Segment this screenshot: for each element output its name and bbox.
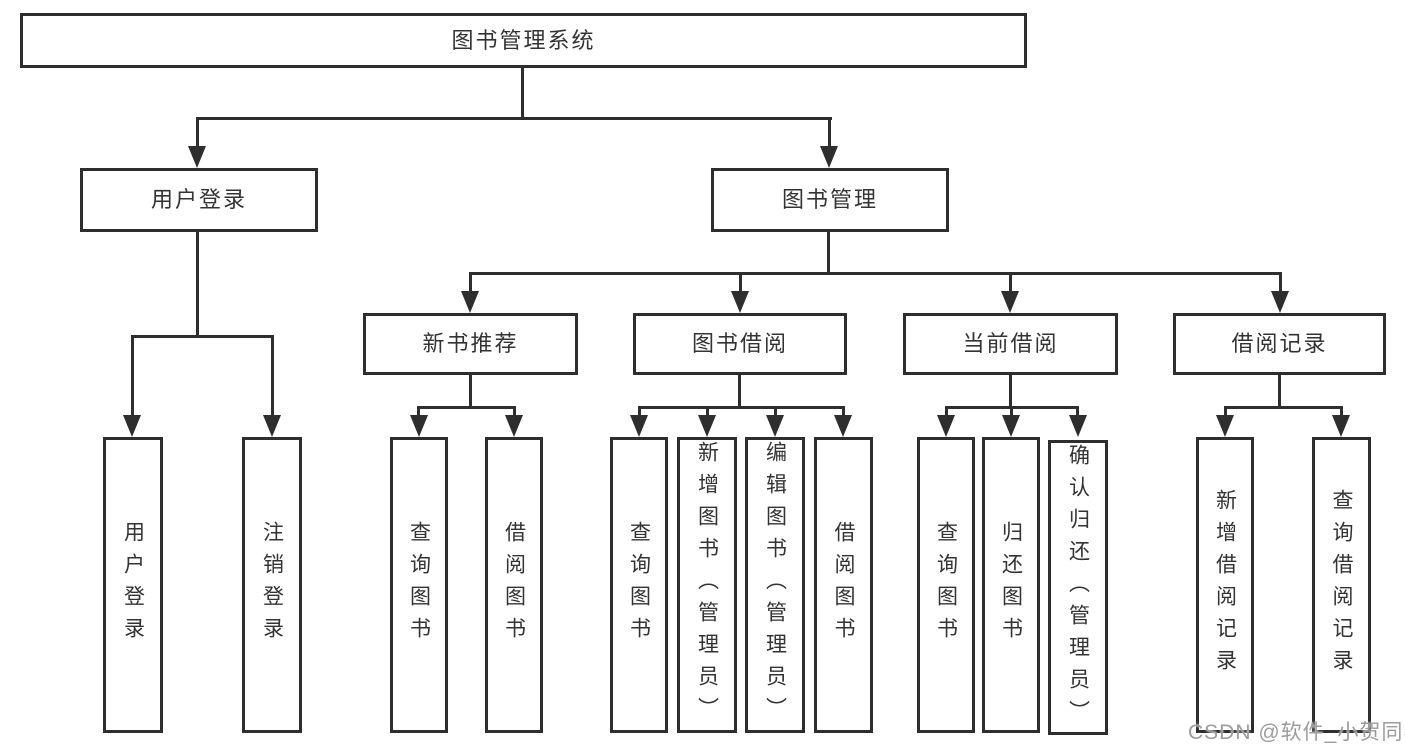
connector [196, 232, 199, 335]
connector [638, 406, 845, 409]
arrowhead-down-icon [1216, 415, 1234, 437]
connector [706, 406, 709, 415]
node-query-books-borrow: 查询图书 [610, 437, 668, 733]
node-borrow-books-recommend: 借阅图书 [485, 437, 543, 733]
connector [131, 335, 274, 338]
connector [739, 272, 742, 291]
node-borrow-records: 借阅记录 [1173, 313, 1386, 375]
node-query-books-recommend: 查询图书 [390, 437, 448, 733]
node-root: 图书管理系统 [20, 13, 1027, 68]
connector [417, 406, 420, 415]
node-edit-book-admin: 编辑图书（管理员） [745, 437, 805, 733]
node-add-book-admin: 新增图书（管理员） [677, 437, 737, 733]
connector [1278, 375, 1281, 406]
connector [1340, 406, 1343, 415]
node-current-borrow: 当前借阅 [903, 313, 1118, 375]
connector [1009, 375, 1012, 406]
arrowhead-down-icon [1002, 415, 1020, 437]
connector [469, 272, 472, 291]
node-borrow-books-leaf: 借阅图书 [814, 437, 873, 733]
connector [945, 406, 948, 415]
connector [1224, 406, 1342, 409]
arrowhead-down-icon [698, 415, 716, 437]
connector [1279, 272, 1282, 291]
connector [521, 68, 524, 117]
connector [827, 232, 830, 272]
node-confirm-return-admin: 确认归还（管理员） [1048, 440, 1108, 735]
arrowhead-down-icon [123, 415, 141, 437]
arrowhead-down-icon [820, 146, 838, 168]
arrowhead-down-icon [731, 291, 749, 313]
node-user-login-leaf: 用户登录 [103, 437, 163, 733]
arrowhead-down-icon [461, 291, 479, 313]
arrowhead-down-icon [410, 415, 428, 437]
node-book-borrow: 图书借阅 [633, 313, 847, 375]
connector [131, 335, 134, 415]
node-logout-leaf: 注销登录 [242, 437, 302, 733]
connector [842, 406, 845, 415]
node-user-login: 用户登录 [80, 168, 318, 232]
connector [1224, 406, 1227, 415]
csdn-watermark: CSDN @软件_小贺同学 [1188, 721, 1405, 744]
connector [828, 117, 831, 146]
arrowhead-down-icon [834, 415, 852, 437]
connector [417, 406, 515, 409]
node-new-book-recommend: 新书推荐 [363, 313, 578, 375]
arrowhead-down-icon [263, 415, 281, 437]
arrowhead-down-icon [505, 415, 523, 437]
node-add-borrow-record: 新增借阅记录 [1196, 437, 1254, 733]
arrowhead-down-icon [1069, 415, 1087, 437]
connector [774, 406, 777, 415]
connector [1010, 406, 1013, 415]
node-book-management: 图书管理 [711, 168, 949, 232]
node-query-books-current: 查询图书 [917, 437, 975, 733]
arrowhead-down-icon [1332, 415, 1350, 437]
connector [638, 406, 641, 415]
arrowhead-down-icon [630, 415, 648, 437]
arrowhead-down-icon [188, 146, 206, 168]
node-query-borrow-record: 查询借阅记录 [1312, 437, 1371, 733]
connector [469, 375, 472, 406]
arrowhead-down-icon [766, 415, 784, 437]
connector [738, 375, 741, 406]
arrowhead-down-icon [1001, 291, 1019, 313]
connector [1009, 272, 1012, 291]
connector [513, 406, 516, 415]
connector [196, 117, 832, 120]
arrowhead-down-icon [937, 415, 955, 437]
connector [1076, 406, 1079, 415]
connector [469, 272, 1281, 275]
arrowhead-down-icon [1271, 291, 1289, 313]
node-return-book: 归还图书 [982, 437, 1040, 733]
connector [196, 117, 199, 146]
connector [271, 335, 274, 415]
